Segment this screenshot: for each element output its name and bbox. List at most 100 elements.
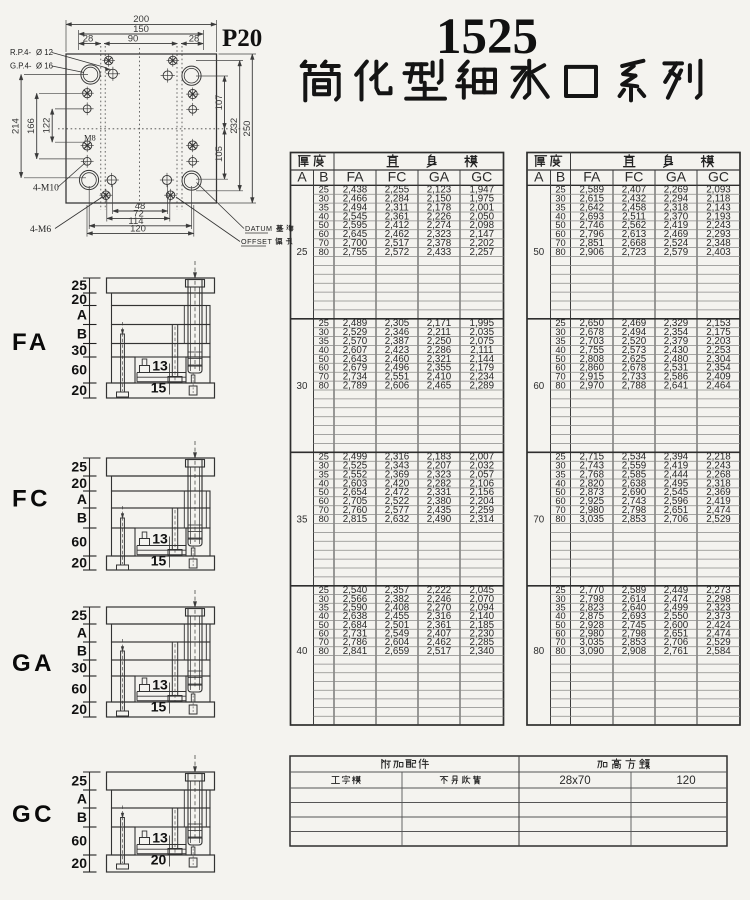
svg-text:2,472: 2,472: [385, 487, 410, 498]
svg-text:2,057: 2,057: [470, 469, 495, 480]
svg-text:2,234: 2,234: [470, 372, 495, 383]
svg-text:2,106: 2,106: [470, 478, 495, 489]
svg-text:80: 80: [555, 514, 565, 524]
svg-text:2,640: 2,640: [622, 602, 647, 613]
svg-text:120: 120: [676, 775, 695, 787]
svg-text:2,222: 2,222: [427, 585, 452, 596]
svg-text:25: 25: [297, 247, 308, 258]
svg-text:114: 114: [128, 216, 143, 227]
svg-text:35: 35: [555, 469, 565, 479]
svg-text:2,207: 2,207: [427, 461, 452, 472]
svg-text:2,706: 2,706: [664, 514, 689, 525]
svg-text:2,432: 2,432: [622, 194, 647, 205]
svg-text:2,118: 2,118: [707, 194, 731, 205]
svg-text:2,573: 2,573: [622, 345, 647, 356]
svg-text:2,323: 2,323: [706, 602, 731, 613]
svg-text:2,490: 2,490: [427, 514, 452, 525]
svg-text:25: 25: [71, 607, 87, 623]
svg-text:B: B: [556, 169, 565, 185]
svg-text:13: 13: [152, 531, 168, 547]
svg-text:FA: FA: [346, 169, 364, 185]
svg-text:2,796: 2,796: [580, 229, 605, 240]
svg-text:2,589: 2,589: [580, 185, 605, 196]
svg-text:30: 30: [555, 327, 565, 337]
svg-text:2,690: 2,690: [622, 487, 647, 498]
svg-text:G.P.4-: G.P.4-: [10, 62, 32, 71]
svg-text:FC: FC: [12, 486, 51, 513]
svg-text:2,915: 2,915: [580, 372, 605, 383]
svg-text:150: 150: [133, 24, 149, 35]
svg-text:2,378: 2,378: [427, 238, 452, 249]
svg-text:2,094: 2,094: [470, 602, 495, 613]
svg-text:35: 35: [555, 336, 565, 346]
svg-text:13: 13: [152, 358, 168, 374]
svg-text:2,788: 2,788: [622, 380, 647, 391]
svg-text:2,407: 2,407: [622, 185, 647, 196]
svg-text:40: 40: [319, 478, 329, 488]
svg-text:2,314: 2,314: [470, 514, 495, 525]
svg-text:FA: FA: [583, 169, 601, 185]
svg-text:B: B: [77, 326, 87, 342]
svg-text:70: 70: [533, 514, 544, 525]
svg-text:2,499: 2,499: [343, 452, 368, 463]
svg-text:2,589: 2,589: [622, 585, 647, 596]
svg-text:2,318: 2,318: [664, 203, 689, 214]
svg-text:60: 60: [555, 496, 565, 506]
svg-text:30: 30: [71, 660, 87, 676]
svg-text:2,641: 2,641: [664, 380, 689, 391]
svg-text:2,274: 2,274: [427, 220, 452, 231]
svg-text:2,705: 2,705: [343, 496, 368, 507]
svg-text:2,211: 2,211: [427, 327, 451, 338]
svg-text:50: 50: [555, 487, 565, 497]
svg-text:2,419: 2,419: [664, 461, 689, 472]
svg-text:15: 15: [151, 553, 167, 569]
svg-text:R.P.4-: R.P.4-: [10, 48, 31, 57]
svg-text:2,175: 2,175: [706, 327, 731, 338]
svg-text:2,340: 2,340: [470, 646, 495, 657]
svg-text:15: 15: [151, 380, 167, 396]
svg-text:2,420: 2,420: [385, 478, 410, 489]
svg-text:2,925: 2,925: [580, 496, 605, 507]
svg-text:2,579: 2,579: [664, 247, 689, 258]
svg-text:2,323: 2,323: [427, 229, 452, 240]
svg-text:2,449: 2,449: [664, 585, 689, 596]
svg-text:2,715: 2,715: [580, 452, 605, 463]
svg-text:70: 70: [555, 238, 565, 248]
svg-text:15: 15: [151, 699, 167, 715]
svg-text:2,970: 2,970: [580, 380, 605, 391]
svg-text:35: 35: [555, 203, 565, 213]
svg-text:2,286: 2,286: [427, 345, 452, 356]
svg-text:2,361: 2,361: [385, 211, 410, 222]
svg-text:120: 120: [130, 223, 146, 234]
svg-text:2,679: 2,679: [343, 363, 368, 374]
svg-text:2,625: 2,625: [622, 354, 647, 365]
svg-text:2,798: 2,798: [622, 505, 647, 516]
svg-text:2,529: 2,529: [706, 637, 731, 648]
svg-text:2,438: 2,438: [343, 185, 368, 196]
svg-text:2,615: 2,615: [580, 194, 605, 205]
svg-text:2,204: 2,204: [470, 496, 495, 507]
svg-text:20: 20: [71, 291, 87, 307]
svg-text:60: 60: [319, 629, 329, 639]
svg-text:90: 90: [128, 33, 139, 44]
svg-text:13: 13: [152, 677, 168, 693]
svg-text:2,156: 2,156: [470, 487, 495, 498]
svg-text:Ø 16: Ø 16: [36, 62, 53, 71]
svg-text:20: 20: [71, 701, 87, 717]
svg-text:40: 40: [319, 345, 329, 355]
svg-text:2,474: 2,474: [664, 594, 689, 605]
svg-text:40: 40: [555, 611, 565, 621]
svg-text:35: 35: [319, 336, 329, 346]
svg-text:2,243: 2,243: [706, 220, 731, 231]
svg-text:2,183: 2,183: [427, 452, 452, 463]
svg-text:2,394: 2,394: [664, 452, 689, 463]
svg-text:2,577: 2,577: [385, 505, 410, 516]
svg-text:2,403: 2,403: [706, 247, 731, 258]
svg-text:2,311: 2,311: [385, 203, 409, 214]
svg-text:40: 40: [319, 611, 329, 621]
svg-text:2,789: 2,789: [343, 380, 368, 391]
svg-text:2,380: 2,380: [427, 496, 452, 507]
svg-text:1,995: 1,995: [470, 318, 495, 329]
svg-text:60: 60: [555, 229, 565, 239]
svg-text:2,305: 2,305: [385, 318, 410, 329]
